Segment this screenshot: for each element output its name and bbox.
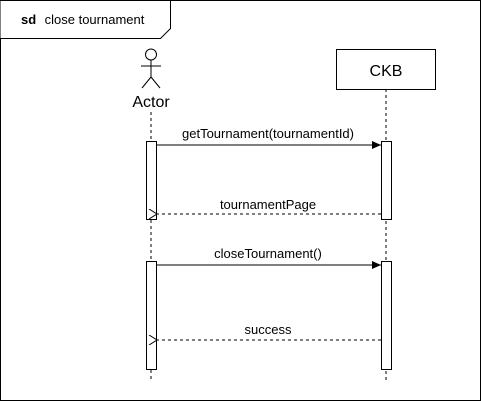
actor-label: Actor [132, 94, 170, 111]
actor-activation-bar [146, 141, 157, 220]
ckb-activation-bar [381, 141, 392, 220]
ckb-box [336, 49, 436, 90]
message-label-tournament-page: tournamentPage [220, 197, 316, 212]
actor-activation-bar [146, 261, 157, 370]
frame-title: close tournament [45, 12, 145, 27]
message-label-close-tournament: closeTournament() [214, 246, 322, 261]
actor-figure [141, 48, 161, 89]
frame-label-tab [0, 0, 171, 39]
message-label-get-tournament: getTournament(tournamentId) [182, 126, 354, 141]
ckb-activation-bar [381, 261, 392, 370]
ckb-label: CKB [370, 63, 403, 80]
frame-keyword: sd [21, 12, 36, 27]
message-label-success: success [245, 322, 292, 337]
frame-label: sd close tournament [21, 11, 145, 28]
